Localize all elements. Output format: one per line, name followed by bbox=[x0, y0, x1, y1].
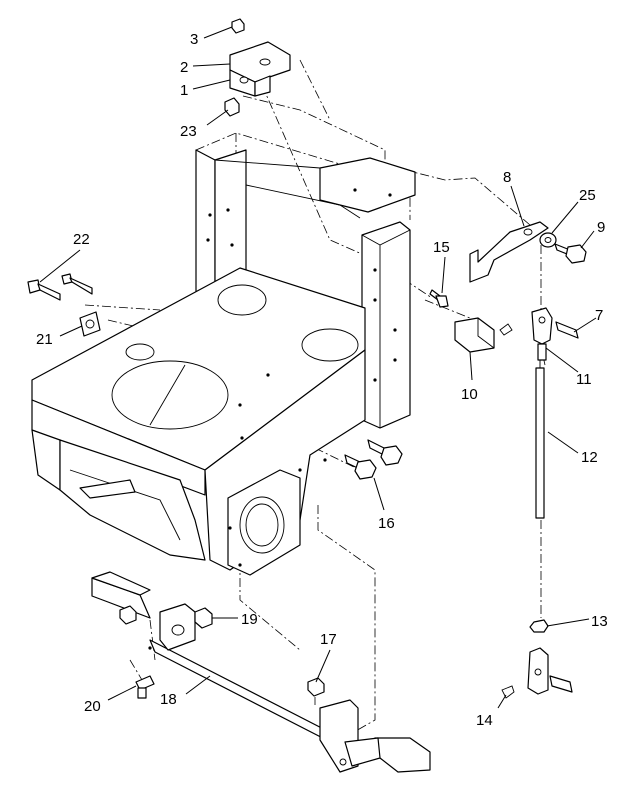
callout-8: 8 bbox=[503, 169, 511, 186]
callout-20: 20 bbox=[84, 698, 101, 715]
callout-19: 19 bbox=[241, 611, 258, 628]
control-rod-assembly bbox=[501, 307, 579, 699]
callout-1: 1 bbox=[180, 82, 188, 99]
main-frame bbox=[31, 132, 416, 576]
callout-22: 22 bbox=[73, 231, 90, 248]
callout-21: 21 bbox=[36, 331, 53, 348]
bolt-16-pair bbox=[344, 439, 403, 480]
cross-shaft-assembly bbox=[91, 571, 431, 773]
callout-7: 7 bbox=[595, 307, 603, 324]
callout-18: 18 bbox=[160, 691, 177, 708]
callout-11: 11 bbox=[576, 371, 592, 388]
callout-10: 10 bbox=[461, 386, 478, 403]
callout-15: 15 bbox=[433, 239, 450, 256]
callout-leader-lines bbox=[39, 26, 597, 709]
callout-25: 25 bbox=[579, 187, 596, 204]
callout-3: 3 bbox=[190, 31, 198, 48]
callout-14: 14 bbox=[476, 712, 493, 729]
callout-2: 2 bbox=[180, 59, 188, 76]
callout-9: 9 bbox=[597, 219, 605, 236]
linkage-arm-assembly bbox=[429, 221, 587, 353]
callout-23: 23 bbox=[180, 123, 197, 140]
callout-16: 16 bbox=[378, 515, 395, 532]
callout-numbers: 3 2 1 23 8 25 9 15 22 21 7 11 10 12 16 1… bbox=[36, 31, 608, 729]
callout-17: 17 bbox=[320, 631, 337, 648]
top-bracket-assembly bbox=[224, 18, 291, 117]
left-bolt-assembly bbox=[27, 273, 101, 337]
callout-13: 13 bbox=[591, 613, 608, 630]
callout-12: 12 bbox=[581, 449, 598, 466]
